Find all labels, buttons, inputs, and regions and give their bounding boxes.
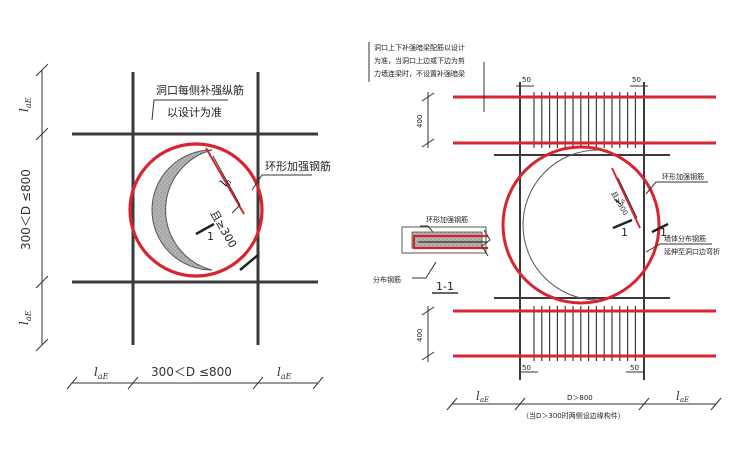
right-bottom-stirrups [533, 306, 637, 361]
right-bottom-note: （当D＞300时两侧设边缘构件） [522, 411, 625, 420]
right-ring-label: 环形加强钢筋 [662, 172, 704, 181]
right-dim-400-bottom: 400 [416, 329, 424, 342]
left-wall-crescent [151, 149, 213, 271]
left-ring-rebar [128, 142, 264, 278]
right-mark-right: 1 [660, 226, 667, 239]
right-opening-detail: 洞口上下补强暗梁配筋以设计 为准，当洞口上边或下边为剪 力墙连梁时，不设置补强暗… [368, 42, 722, 420]
left-lae-left: laE [94, 365, 109, 381]
left-ring-label: 环形加强钢筋 [265, 159, 331, 173]
right-lae-left: laE [476, 389, 489, 404]
right-mark-left: 1 [621, 226, 628, 239]
section-label-ring: 环形加强钢筋 [426, 215, 468, 224]
section-1-1-outline [401, 226, 487, 254]
left-section-mark: 1 [207, 230, 214, 243]
left-dim-vertical: 300＜D ≤800 [19, 169, 33, 250]
right-dim-400-top: 400 [416, 115, 424, 128]
section-label-dist: 分布钢筋 [373, 275, 401, 284]
left-lae-top: laE [17, 97, 33, 112]
left-dim-horizontal: 300＜D ≤800 [151, 365, 232, 379]
right-top-50-right: 50 [632, 76, 641, 84]
left-opening-detail: 洞口每侧补强纵筋 以设计为准 环形加强钢筋 laE 300＜D ≤800 laE… [17, 63, 331, 390]
right-anchor-300: 且≥300 [609, 190, 629, 217]
section-title-1-1: 1-1 [436, 280, 454, 293]
left-note-line1: 洞口每侧补强纵筋 [156, 83, 244, 97]
right-wall-crescent [522, 149, 599, 301]
right-note-line1: 洞口上下补强暗梁配筋以设计 [374, 43, 465, 52]
right-lae-right: laE [676, 389, 689, 404]
right-la-small: la [613, 195, 627, 207]
right-dim-D: D＞800 [567, 394, 593, 402]
section-1-1-hatch [411, 231, 483, 249]
left-la-small: la [217, 175, 233, 189]
right-wall-dist-line2: 延伸至洞口边弯折 [664, 247, 720, 256]
right-top-50-left: 50 [522, 76, 531, 84]
right-note-line2: 为准，当洞口上边或下边为剪 [374, 56, 465, 65]
right-wall-dist-line1: 墙体分布钢筋 [664, 234, 706, 243]
right-ring-rebar [501, 145, 661, 305]
right-note-line3: 力墙连梁时，不设置补强暗梁 [374, 69, 465, 78]
right-bottom-50-left: 50 [522, 364, 531, 372]
left-note-line2: 以设计为准 [167, 106, 222, 119]
left-lae-right: laE [277, 365, 292, 381]
left-lae-bottom: laE [17, 310, 33, 325]
right-top-stirrups [533, 92, 637, 148]
right-bottom-50-right: 50 [630, 364, 639, 372]
